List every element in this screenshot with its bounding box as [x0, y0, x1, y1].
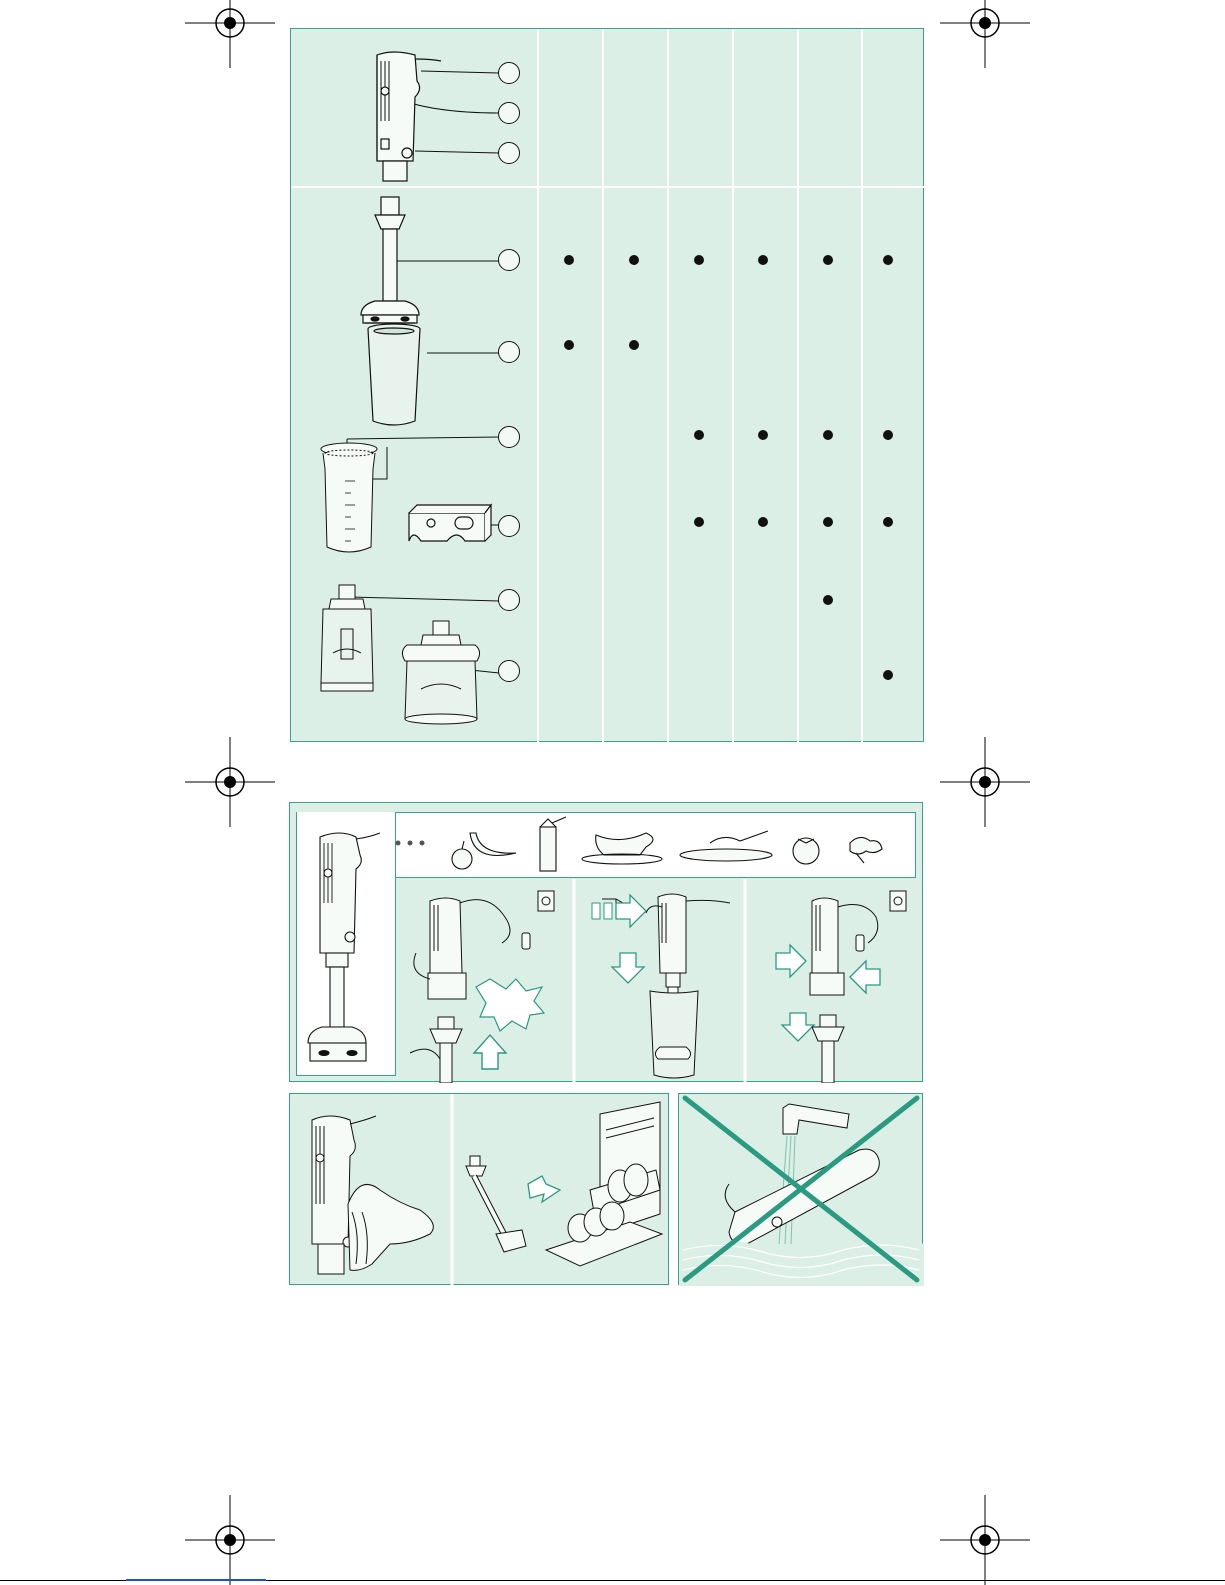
large-chopper-illustration — [402, 621, 479, 724]
compatibility-dot — [883, 517, 893, 527]
registration-mark-mid-left — [185, 737, 275, 827]
registration-mark-top-right — [940, 0, 1030, 68]
parts-compatibility-chart — [290, 28, 924, 742]
milk-carton-icon — [540, 817, 566, 871]
footer-rule-highlight — [126, 1579, 266, 1581]
attach-shaft-illustration — [410, 891, 554, 1083]
part-callout-circle — [498, 341, 520, 363]
plate-spoon-icon — [680, 831, 772, 861]
compatibility-dot — [823, 517, 833, 527]
compatibility-dot — [629, 255, 639, 265]
compatibility-dot — [564, 255, 574, 265]
part-callout-circle — [498, 515, 520, 537]
detach-shaft-illustration — [776, 891, 906, 1083]
blend-in-beaker-illustration — [592, 894, 730, 1078]
compatibility-dot — [694, 430, 704, 440]
compatibility-dot — [758, 430, 768, 440]
registration-mark-bottom-left — [185, 1495, 275, 1585]
compatibility-dot — [883, 255, 893, 265]
wipe-motor-illustration — [312, 1116, 433, 1274]
part-callout-circle — [498, 589, 520, 611]
compatibility-dot — [694, 255, 704, 265]
no-water-panel — [678, 1093, 923, 1285]
compatibility-dot — [883, 670, 893, 680]
compatibility-dot — [629, 340, 639, 350]
part-callout-circle — [498, 62, 520, 84]
small-chopper-illustration — [321, 585, 373, 691]
part-callout-circle — [498, 660, 520, 682]
part-callout-circle — [498, 102, 520, 124]
registration-mark-mid-right — [940, 737, 1030, 827]
measuring-beaker-illustration — [321, 443, 377, 552]
compatibility-dot — [758, 255, 768, 265]
compatibility-dot — [823, 595, 833, 605]
no-water-immersion-illustration — [679, 1094, 924, 1286]
part-callout-circle — [498, 249, 520, 271]
compatibility-dot — [823, 255, 833, 265]
parsley-icon — [850, 837, 882, 863]
part-callout-circle — [498, 426, 520, 448]
registration-mark-top-left — [185, 0, 275, 68]
beaker-illustration — [368, 324, 420, 425]
assembled-blender-illustration — [308, 833, 425, 1061]
cleaning-illustrations — [290, 1094, 670, 1286]
compatibility-dot — [758, 517, 768, 527]
cleaning-panel — [289, 1093, 669, 1285]
registration-mark-bottom-right — [940, 1495, 1030, 1585]
dishwasher-illustration — [466, 1102, 662, 1266]
usage-illustrations — [290, 803, 924, 1083]
compatibility-dot — [823, 430, 833, 440]
part-callout-circle — [498, 142, 520, 164]
tomato-icon — [793, 838, 819, 864]
compatibility-dot — [564, 340, 574, 350]
usage-instructions-panel — [289, 802, 923, 1082]
wall-bracket-illustration — [409, 505, 491, 541]
compatibility-dot — [694, 517, 704, 527]
apple-banana-icon — [452, 833, 516, 869]
chart-grid — [291, 29, 925, 743]
compatibility-dot — [883, 430, 893, 440]
blender-shaft-illustration — [361, 197, 419, 323]
sauce-boat-icon — [582, 833, 662, 864]
